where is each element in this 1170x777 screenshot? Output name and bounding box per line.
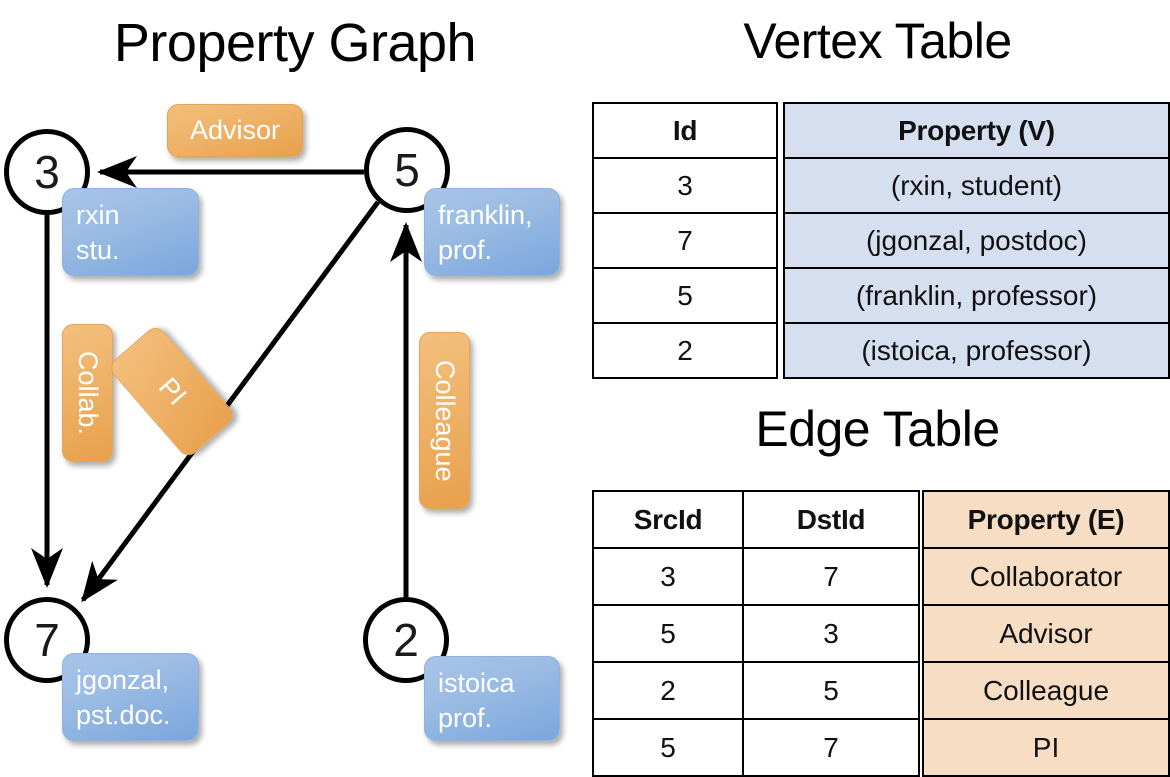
edge-cell-property: PI bbox=[922, 718, 1170, 777]
edge-5-to-7-pi bbox=[80, 200, 381, 603]
table-row: 5 3 bbox=[592, 604, 920, 663]
node-5-property-box[interactable]: franklin, prof. bbox=[424, 188, 560, 276]
edge-cell-src: 5 bbox=[592, 604, 744, 663]
edge-cell-src: 5 bbox=[592, 718, 744, 777]
table-row: 3 bbox=[592, 157, 778, 214]
table-row: (rxin, student) bbox=[783, 157, 1170, 214]
table-header-row: Property (V) bbox=[783, 102, 1170, 159]
edge-cell-property: Advisor bbox=[922, 604, 1170, 663]
page-title-vertex-table: Vertex Table bbox=[743, 13, 1012, 69]
node-7-property-line1: jgonzal, bbox=[76, 665, 170, 695]
edge-cell-dst: 7 bbox=[742, 547, 920, 606]
table-row: Advisor bbox=[922, 604, 1170, 663]
edge-label-advisor[interactable]: Advisor bbox=[167, 104, 303, 157]
edge-label-collab-text: Collab. bbox=[73, 350, 103, 436]
vertex-cell-property: (jgonzal, postdoc) bbox=[783, 212, 1170, 269]
vertex-header-property: Property (V) bbox=[783, 102, 1170, 159]
graph-node-7-label: 7 bbox=[34, 614, 60, 666]
table-row: Collaborator bbox=[922, 547, 1170, 606]
table-row: PI bbox=[922, 718, 1170, 777]
node-3-property-box[interactable]: rxin stu. bbox=[62, 188, 199, 276]
graph-edges-svg bbox=[31, 156, 422, 603]
table-header-row: Id bbox=[592, 102, 778, 159]
edge-table-src-dst-columns: SrcId DstId 3 7 5 3 2 5 5 7 bbox=[592, 490, 920, 777]
table-header-row: Property (E) bbox=[922, 490, 1170, 549]
graph-node-2-label: 2 bbox=[393, 614, 419, 666]
table-row: (istoica, professor) bbox=[783, 322, 1170, 379]
edge-label-pi-text: PI bbox=[152, 371, 193, 411]
edge-header-dstid: DstId bbox=[742, 490, 920, 549]
table-row: 3 7 bbox=[592, 547, 920, 606]
vertex-header-id: Id bbox=[592, 102, 778, 159]
table-row: 5 7 bbox=[592, 718, 920, 777]
edge-cell-src: 3 bbox=[592, 547, 744, 606]
edge-cell-dst: 7 bbox=[742, 718, 920, 777]
node-2-property-line2: prof. bbox=[438, 702, 493, 733]
edge-cell-src: 2 bbox=[592, 661, 744, 720]
table-row: 2 bbox=[592, 322, 778, 379]
edge-cell-dst: 5 bbox=[742, 661, 920, 720]
node-3-property-line2: stu. bbox=[76, 234, 120, 265]
table-row: (jgonzal, postdoc) bbox=[783, 212, 1170, 269]
table-row: 7 bbox=[592, 212, 778, 269]
edge-label-collab[interactable]: Collab. bbox=[62, 324, 113, 462]
edge-label-advisor-text: Advisor bbox=[189, 115, 281, 145]
page-title-property-graph: Property Graph bbox=[113, 13, 477, 73]
edge-label-colleague[interactable]: Colleague bbox=[419, 332, 470, 509]
node-5-property-line2: prof. bbox=[438, 234, 493, 265]
node-2-property-box[interactable]: istoica prof. bbox=[424, 656, 560, 741]
graph-node-5-label: 5 bbox=[394, 144, 420, 196]
graph-node-2[interactable]: 2 bbox=[363, 597, 449, 683]
node-7-property-box[interactable]: jgonzal, pst.doc. bbox=[62, 653, 199, 741]
vertex-cell-id: 3 bbox=[592, 157, 778, 214]
table-row: (franklin, professor) bbox=[783, 267, 1170, 324]
edge-label-colleague-text: Colleague bbox=[430, 359, 460, 482]
vertex-cell-id: 7 bbox=[592, 212, 778, 269]
edge-header-property: Property (E) bbox=[922, 490, 1170, 549]
edge-cell-property: Collaborator bbox=[922, 547, 1170, 606]
vertex-cell-property: (istoica, professor) bbox=[783, 322, 1170, 379]
edge-table-property-column: Property (E) Collaborator Advisor Collea… bbox=[922, 490, 1170, 777]
table-header-row: SrcId DstId bbox=[592, 490, 920, 549]
edge-cell-dst: 3 bbox=[742, 604, 920, 663]
table-row: Colleague bbox=[922, 661, 1170, 720]
node-5-property-line1: franklin, bbox=[438, 200, 533, 230]
edge-header-srcid: SrcId bbox=[592, 490, 744, 549]
node-3-property-line1: rxin bbox=[76, 200, 120, 230]
vertex-table-property-column: Property (V) (rxin, student) (jgonzal, p… bbox=[783, 102, 1170, 379]
graph-node-3-label: 3 bbox=[34, 146, 60, 198]
vertex-table-id-column: Id 3 7 5 2 bbox=[592, 102, 778, 379]
page-title-edge-table: Edge Table bbox=[755, 401, 1000, 457]
node-2-property-line1: istoica bbox=[438, 668, 515, 698]
vertex-cell-property: (rxin, student) bbox=[783, 157, 1170, 214]
vertex-cell-property: (franklin, professor) bbox=[783, 267, 1170, 324]
table-row: 2 5 bbox=[592, 661, 920, 720]
graph-node-5[interactable]: 5 bbox=[364, 127, 450, 213]
vertex-cell-id: 5 bbox=[592, 267, 778, 324]
table-row: 5 bbox=[592, 267, 778, 324]
property-graph-diagram: 3 5 7 2 rxin stu. franklin, prof. jgonza… bbox=[0, 0, 590, 760]
vertex-cell-id: 2 bbox=[592, 322, 778, 379]
edge-cell-property: Colleague bbox=[922, 661, 1170, 720]
node-7-property-line2: pst.doc. bbox=[76, 699, 171, 730]
